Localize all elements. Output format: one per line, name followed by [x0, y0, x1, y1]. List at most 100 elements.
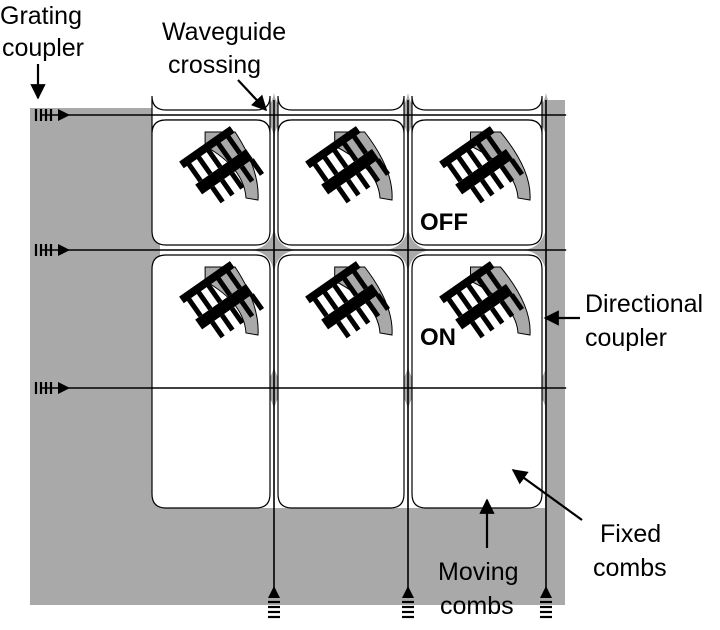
comb-spine [439, 126, 495, 169]
comb-tooth [220, 178, 235, 197]
switch-cell [411, 254, 543, 509]
comb-drive [439, 126, 525, 204]
grating-taper [540, 586, 552, 598]
waveguide-crossing-arrow [237, 79, 268, 112]
comb-drive [179, 126, 265, 204]
fixed-combs-label-line1: Fixed [600, 520, 661, 548]
comb-tooth [220, 313, 235, 332]
comb-drive [179, 261, 265, 339]
comb-spine [455, 284, 513, 330]
waveguides [40, 100, 566, 592]
comb-tooth [365, 165, 381, 183]
comb-tooth [205, 282, 223, 304]
comb-drive [305, 126, 391, 204]
comb-spine [321, 284, 379, 330]
comb-tooth [311, 296, 329, 318]
comb-tooth [499, 300, 515, 318]
directional-coupler-label-line2: coupler [585, 324, 667, 352]
switch-cell [151, 254, 271, 509]
comb-tooth [215, 140, 233, 162]
waveguide-crossing-label-line1: Waveguide [162, 18, 286, 46]
cell-outline [411, 254, 543, 509]
comb-tooth [311, 161, 329, 183]
comb-tooth [475, 140, 493, 162]
comb-tooth [355, 307, 371, 325]
switch-cell [277, 254, 405, 509]
grating-coupler [34, 244, 70, 256]
comb-spine [195, 284, 253, 330]
comb-tooth [225, 133, 242, 155]
moving-combs-label: Moving combs [438, 558, 526, 620]
moving-combs-label-line2: combs [440, 592, 514, 620]
comb-spine [179, 126, 235, 169]
grating-taper [58, 109, 70, 121]
comb-tooth [321, 289, 339, 311]
fixed-combs-arrow [511, 469, 583, 521]
grating-coupler-label-line1: Grating [0, 2, 82, 30]
waveguide-crossing-label: Waveguide crossing [162, 18, 293, 79]
comb-tooth [229, 307, 245, 325]
comb-tooth [239, 300, 255, 318]
grating-taper [402, 586, 414, 598]
grating-taper [58, 382, 70, 394]
comb-tooth [185, 296, 203, 318]
comb-tooth [365, 300, 381, 318]
grating-coupler [402, 586, 414, 619]
switch-cell [151, 119, 271, 246]
substrate-bottom [30, 508, 560, 605]
comb-tooth [375, 293, 391, 311]
comb-tooth [346, 178, 361, 197]
directional-coupler-label-line1: Directional [585, 290, 703, 318]
comb-tooth [249, 293, 265, 311]
comb-tooth [499, 165, 515, 183]
comb-tooth [351, 133, 368, 155]
comb-tooth [341, 275, 359, 297]
comb-tooth [195, 289, 213, 311]
grating-taper [58, 244, 70, 256]
comb-tooth [229, 172, 245, 190]
comb-tooth [480, 313, 495, 332]
grating-couplers [34, 109, 552, 619]
comb-tooth [215, 275, 233, 297]
comb-tooth [470, 185, 485, 204]
comb-drive [305, 261, 391, 339]
comb-spine [321, 149, 379, 195]
comb-spine [455, 149, 513, 195]
comb-tooth [455, 289, 473, 311]
on-label: ON [420, 324, 456, 351]
grating-coupler [268, 586, 280, 619]
grating-coupler [540, 586, 552, 619]
comb-tooth [321, 154, 339, 176]
comb-spine [179, 261, 235, 304]
comb-spine [439, 261, 495, 304]
substrate-right [545, 100, 565, 605]
waveguide-crossing-label-line2: crossing [168, 51, 261, 79]
comb-tooth [485, 133, 502, 155]
comb-tooth [509, 158, 525, 176]
comb-tooth [445, 296, 463, 318]
grating-coupler-label: Grating coupler [0, 2, 89, 62]
comb-tooth [336, 320, 351, 339]
switch-cell [277, 119, 405, 246]
comb-tooth [249, 158, 265, 176]
comb-tooth [355, 172, 371, 190]
comb-tooth [351, 268, 368, 290]
comb-tooth [195, 154, 213, 176]
comb-tooth [509, 293, 525, 311]
fixed-combs-label: Fixed combs [593, 520, 668, 582]
comb-tooth [480, 178, 495, 197]
moving-combs-label-line1: Moving [438, 558, 519, 586]
grating-coupler-label-line2: coupler [2, 34, 84, 62]
comb-tooth [225, 268, 242, 290]
comb-tooth [455, 154, 473, 176]
comb-drive [439, 261, 525, 339]
comb-tooth [489, 307, 505, 325]
comb-tooth [341, 140, 359, 162]
fixed-combs-label-line2: combs [593, 554, 667, 582]
comb-tooth [465, 282, 483, 304]
switch-cell [411, 119, 543, 246]
comb-tooth [489, 172, 505, 190]
comb-tooth [485, 268, 502, 290]
comb-tooth [185, 161, 203, 183]
